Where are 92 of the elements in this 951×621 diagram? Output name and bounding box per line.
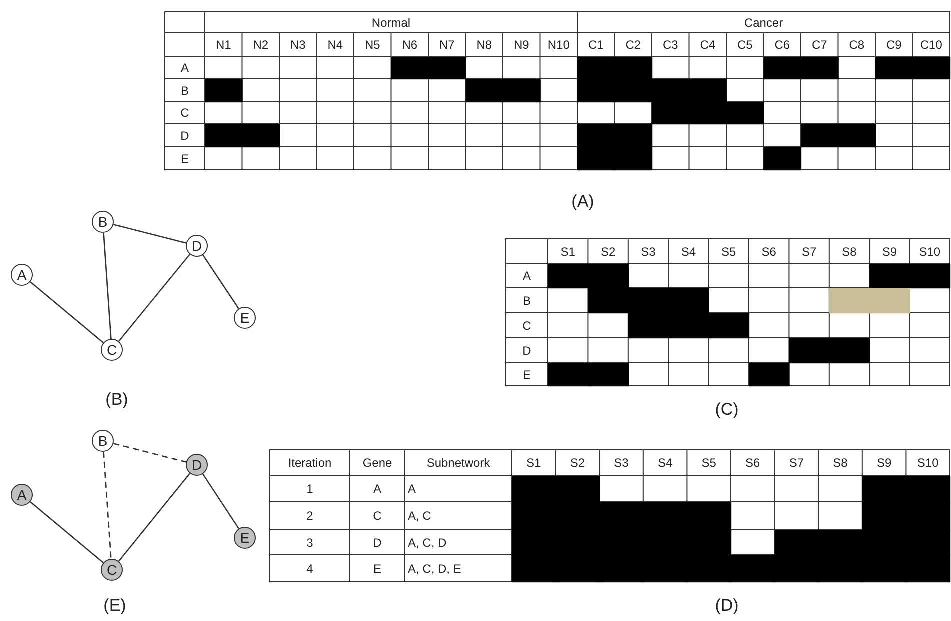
sample-header: S8 <box>842 244 857 258</box>
sample-header: S7 <box>802 244 817 258</box>
gene-label: A <box>180 61 189 75</box>
panel-label: (D) <box>715 596 739 616</box>
iteration-number: 4 <box>306 562 314 576</box>
sample-header: C7 <box>812 38 828 52</box>
subnetwork-list: A, C, D <box>408 536 447 550</box>
gene-label: C <box>180 106 190 120</box>
subnetwork-list: A, C <box>408 509 432 523</box>
sample-header: C4 <box>700 38 716 52</box>
gene-node: E <box>234 307 256 329</box>
edge-line <box>202 474 240 530</box>
sample-header: N9 <box>514 38 530 52</box>
gene-label: C <box>522 318 532 332</box>
sample-header: C2 <box>626 38 642 52</box>
panel-label: (E) <box>104 596 126 616</box>
iteration-number: 2 <box>306 509 314 523</box>
edge-line <box>103 452 112 560</box>
gene-label: D <box>522 344 532 358</box>
group-header: Normal <box>372 16 411 30</box>
sample-header: N5 <box>364 38 380 52</box>
edge-line <box>114 224 186 244</box>
edge-line <box>118 473 191 562</box>
sample-header: C1 <box>588 38 604 52</box>
sample-header: N7 <box>439 38 455 52</box>
sample-header: S8 <box>833 456 848 470</box>
sample-header: C6 <box>774 38 790 52</box>
sample-header: S2 <box>600 244 616 258</box>
gene-label: D <box>373 536 382 550</box>
sample-header: S6 <box>762 244 776 258</box>
gene-label: E <box>373 562 382 576</box>
gene-node: A <box>11 484 33 506</box>
edge-line <box>103 232 112 340</box>
gene-label: E <box>522 368 531 382</box>
column-header: Subnetwork <box>426 456 490 470</box>
group-header: Cancer <box>744 16 784 30</box>
sample-header: N10 <box>548 38 570 52</box>
sample-header: S5 <box>702 456 716 470</box>
gene-node: D <box>186 454 208 476</box>
gene-node: C <box>101 339 123 361</box>
sample-header: S5 <box>722 244 736 258</box>
sample-header: C10 <box>920 38 942 52</box>
sample-header: S2 <box>570 456 586 470</box>
column-header: Gene <box>362 456 392 470</box>
sample-header: S7 <box>789 456 804 470</box>
sample-header: C5 <box>737 38 753 52</box>
edge-line <box>202 254 240 310</box>
sample-header: S4 <box>681 244 696 258</box>
subnetwork-list: A <box>408 482 416 496</box>
sample-header: S6 <box>746 456 760 470</box>
gene-label: A <box>522 269 531 283</box>
sample-header: N2 <box>253 38 269 52</box>
sample-header: S1 <box>560 244 576 258</box>
sample-header: S10 <box>919 244 941 258</box>
sample-header: S1 <box>526 456 542 470</box>
gene-node: A <box>11 264 33 286</box>
edge-line <box>30 502 104 564</box>
sample-header: C9 <box>886 38 902 52</box>
edge-line <box>118 254 191 342</box>
sample-header: S9 <box>882 244 898 258</box>
column-header: Iteration <box>288 456 332 470</box>
iteration-number: 1 <box>306 482 314 496</box>
gene-node: B <box>92 211 114 233</box>
sample-header: S3 <box>614 456 629 470</box>
sample-header: S9 <box>876 456 892 470</box>
gene-label: B <box>522 294 531 308</box>
panel-label: (B) <box>106 390 128 410</box>
sample-header: N8 <box>476 38 492 52</box>
iteration-number: 3 <box>306 536 314 550</box>
gene-label: C <box>373 509 382 523</box>
sample-header: N1 <box>216 38 232 52</box>
sample-header: N4 <box>328 38 344 52</box>
gene-label: A <box>373 482 382 496</box>
sample-header: S4 <box>658 456 673 470</box>
sample-header: C3 <box>662 38 678 52</box>
sample-header: S10 <box>917 456 939 470</box>
gene-node: C <box>101 559 123 581</box>
edge-line <box>30 282 104 344</box>
sample-header: C8 <box>849 38 865 52</box>
gene-label: B <box>180 84 189 98</box>
subnetwork-list: A, C, D, E <box>408 562 462 576</box>
edge-line <box>114 443 186 463</box>
sample-header: S3 <box>641 244 656 258</box>
sample-header: N6 <box>402 38 418 52</box>
gene-node: D <box>186 235 208 257</box>
panel-label: (C) <box>715 400 739 420</box>
gene-node: E <box>234 527 256 549</box>
gene-label: E <box>180 152 189 166</box>
panel-label: (A) <box>572 192 594 212</box>
sample-header: N3 <box>290 38 306 52</box>
gene-node: B <box>92 430 114 452</box>
gene-label: D <box>180 128 190 142</box>
